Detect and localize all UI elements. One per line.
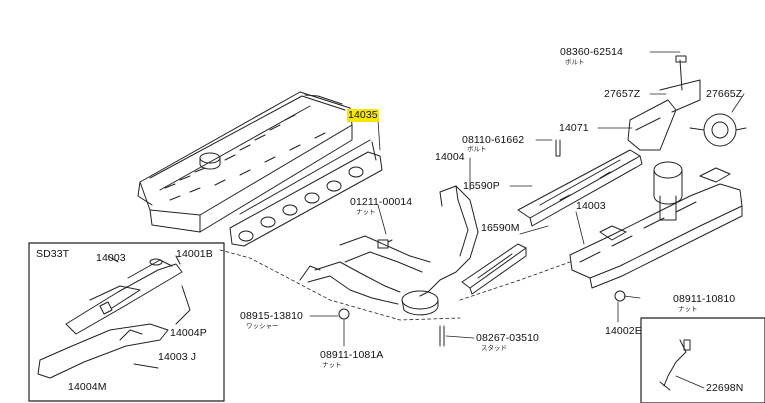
washer-drawing xyxy=(338,308,350,320)
cylinder-head-drawing xyxy=(137,91,353,233)
part-14002e: 14002E xyxy=(605,325,642,337)
part-08267-03510: 08267-03510 xyxy=(476,332,539,344)
sd33t-part-14003j: 14003 J xyxy=(158,351,197,363)
part-08911-10810: 08911-10810 xyxy=(673,293,736,305)
nut-note-3: ナット xyxy=(322,362,342,369)
sd33t-title: SD33T xyxy=(36,248,70,260)
part-14071: 14071 xyxy=(559,122,589,134)
part-16590m: 16590M xyxy=(481,222,520,234)
nut-note-2: ナット xyxy=(678,306,698,313)
exhaust-manifold-drawing xyxy=(299,185,479,316)
bolt-note: ボルト xyxy=(565,59,585,66)
part-14004: 14004 xyxy=(435,151,465,163)
part-16590p: 16590P xyxy=(463,180,500,192)
intake-manifold-drawing xyxy=(569,161,743,289)
stud-note: スタッド xyxy=(481,345,507,352)
part-08110-61662: 08110-61662 xyxy=(462,134,525,146)
bracket-drawing xyxy=(627,55,747,151)
sensor-inset-drawing xyxy=(640,317,765,403)
part-08911-1081a: 08911-1081A xyxy=(320,349,384,361)
heat-shield-lower-drawing xyxy=(461,243,527,295)
sd33t-part-14003: 14003 xyxy=(96,252,126,264)
manifold-gasket-drawing xyxy=(229,139,383,247)
nut-note: ナット xyxy=(356,209,376,216)
part-01211-00014: 01211-00014 xyxy=(350,196,413,208)
sd33t-part-14001b: 14001B xyxy=(176,248,213,260)
bolt-note-2: ボルト xyxy=(467,146,487,153)
sd33t-inset-drawing xyxy=(28,242,225,402)
part-27657z: 27657Z xyxy=(604,88,641,100)
sd33t-part-14004p: 14004P xyxy=(170,327,207,339)
stud-drawing xyxy=(439,325,445,347)
part-14003: 14003 xyxy=(576,200,606,212)
part-22698n: 22698N xyxy=(706,382,744,394)
part-08915-13810: 08915-13810 xyxy=(240,310,303,322)
part-14035-highlighted: 14035 xyxy=(347,109,379,122)
sd33t-part-14004m: 14004M xyxy=(68,381,107,393)
part-27665z: 27665Z xyxy=(706,88,743,100)
heat-shield-upper-drawing xyxy=(517,149,643,227)
bolt-drawing xyxy=(555,139,561,157)
part-08360-62514: 08360-62514 xyxy=(560,46,623,58)
nut-drawing xyxy=(614,290,626,302)
washer-note: ワッシャー xyxy=(246,323,279,330)
